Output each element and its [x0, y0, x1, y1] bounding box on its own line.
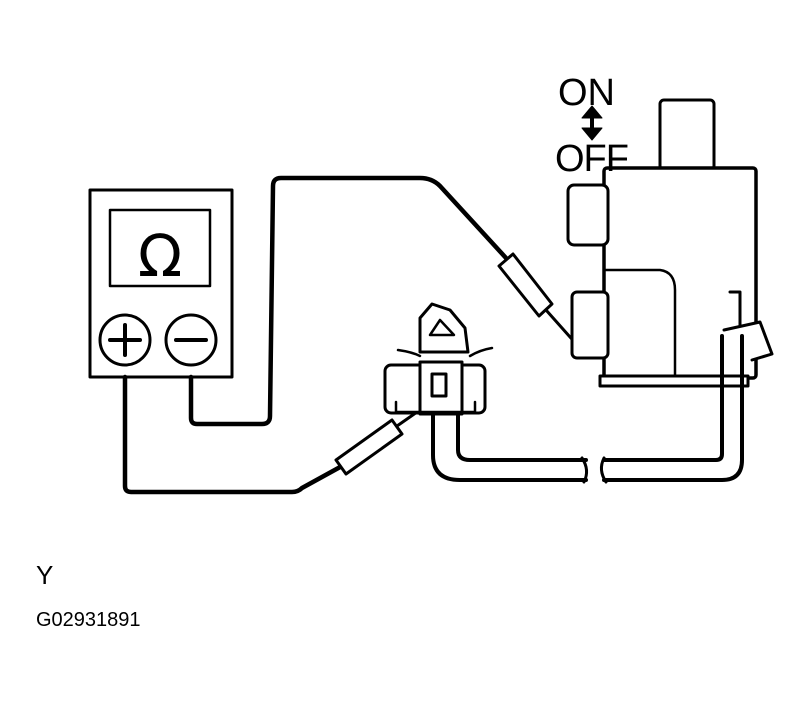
ohm-symbol: Ω	[138, 222, 182, 290]
connector	[383, 302, 494, 416]
ohmmeter: Ω	[88, 188, 234, 379]
positive-probe	[334, 418, 404, 476]
on-label: ON	[558, 72, 615, 114]
figure-code: G02931891	[36, 609, 141, 631]
negative-probe	[497, 252, 554, 318]
off-label: OFF	[555, 138, 629, 180]
upper-port	[566, 183, 610, 247]
meter-display	[108, 208, 212, 288]
connector-terminal	[430, 372, 448, 398]
on-off-arrow	[581, 105, 603, 141]
lower-port	[570, 290, 610, 360]
switch-unit	[566, 98, 774, 388]
connector-hose	[431, 412, 608, 484]
unit-hose	[602, 334, 744, 482]
positive-lead	[122, 374, 442, 495]
switch-body	[602, 166, 758, 380]
switch-knob	[658, 98, 716, 172]
connector-label: Y	[36, 560, 54, 590]
